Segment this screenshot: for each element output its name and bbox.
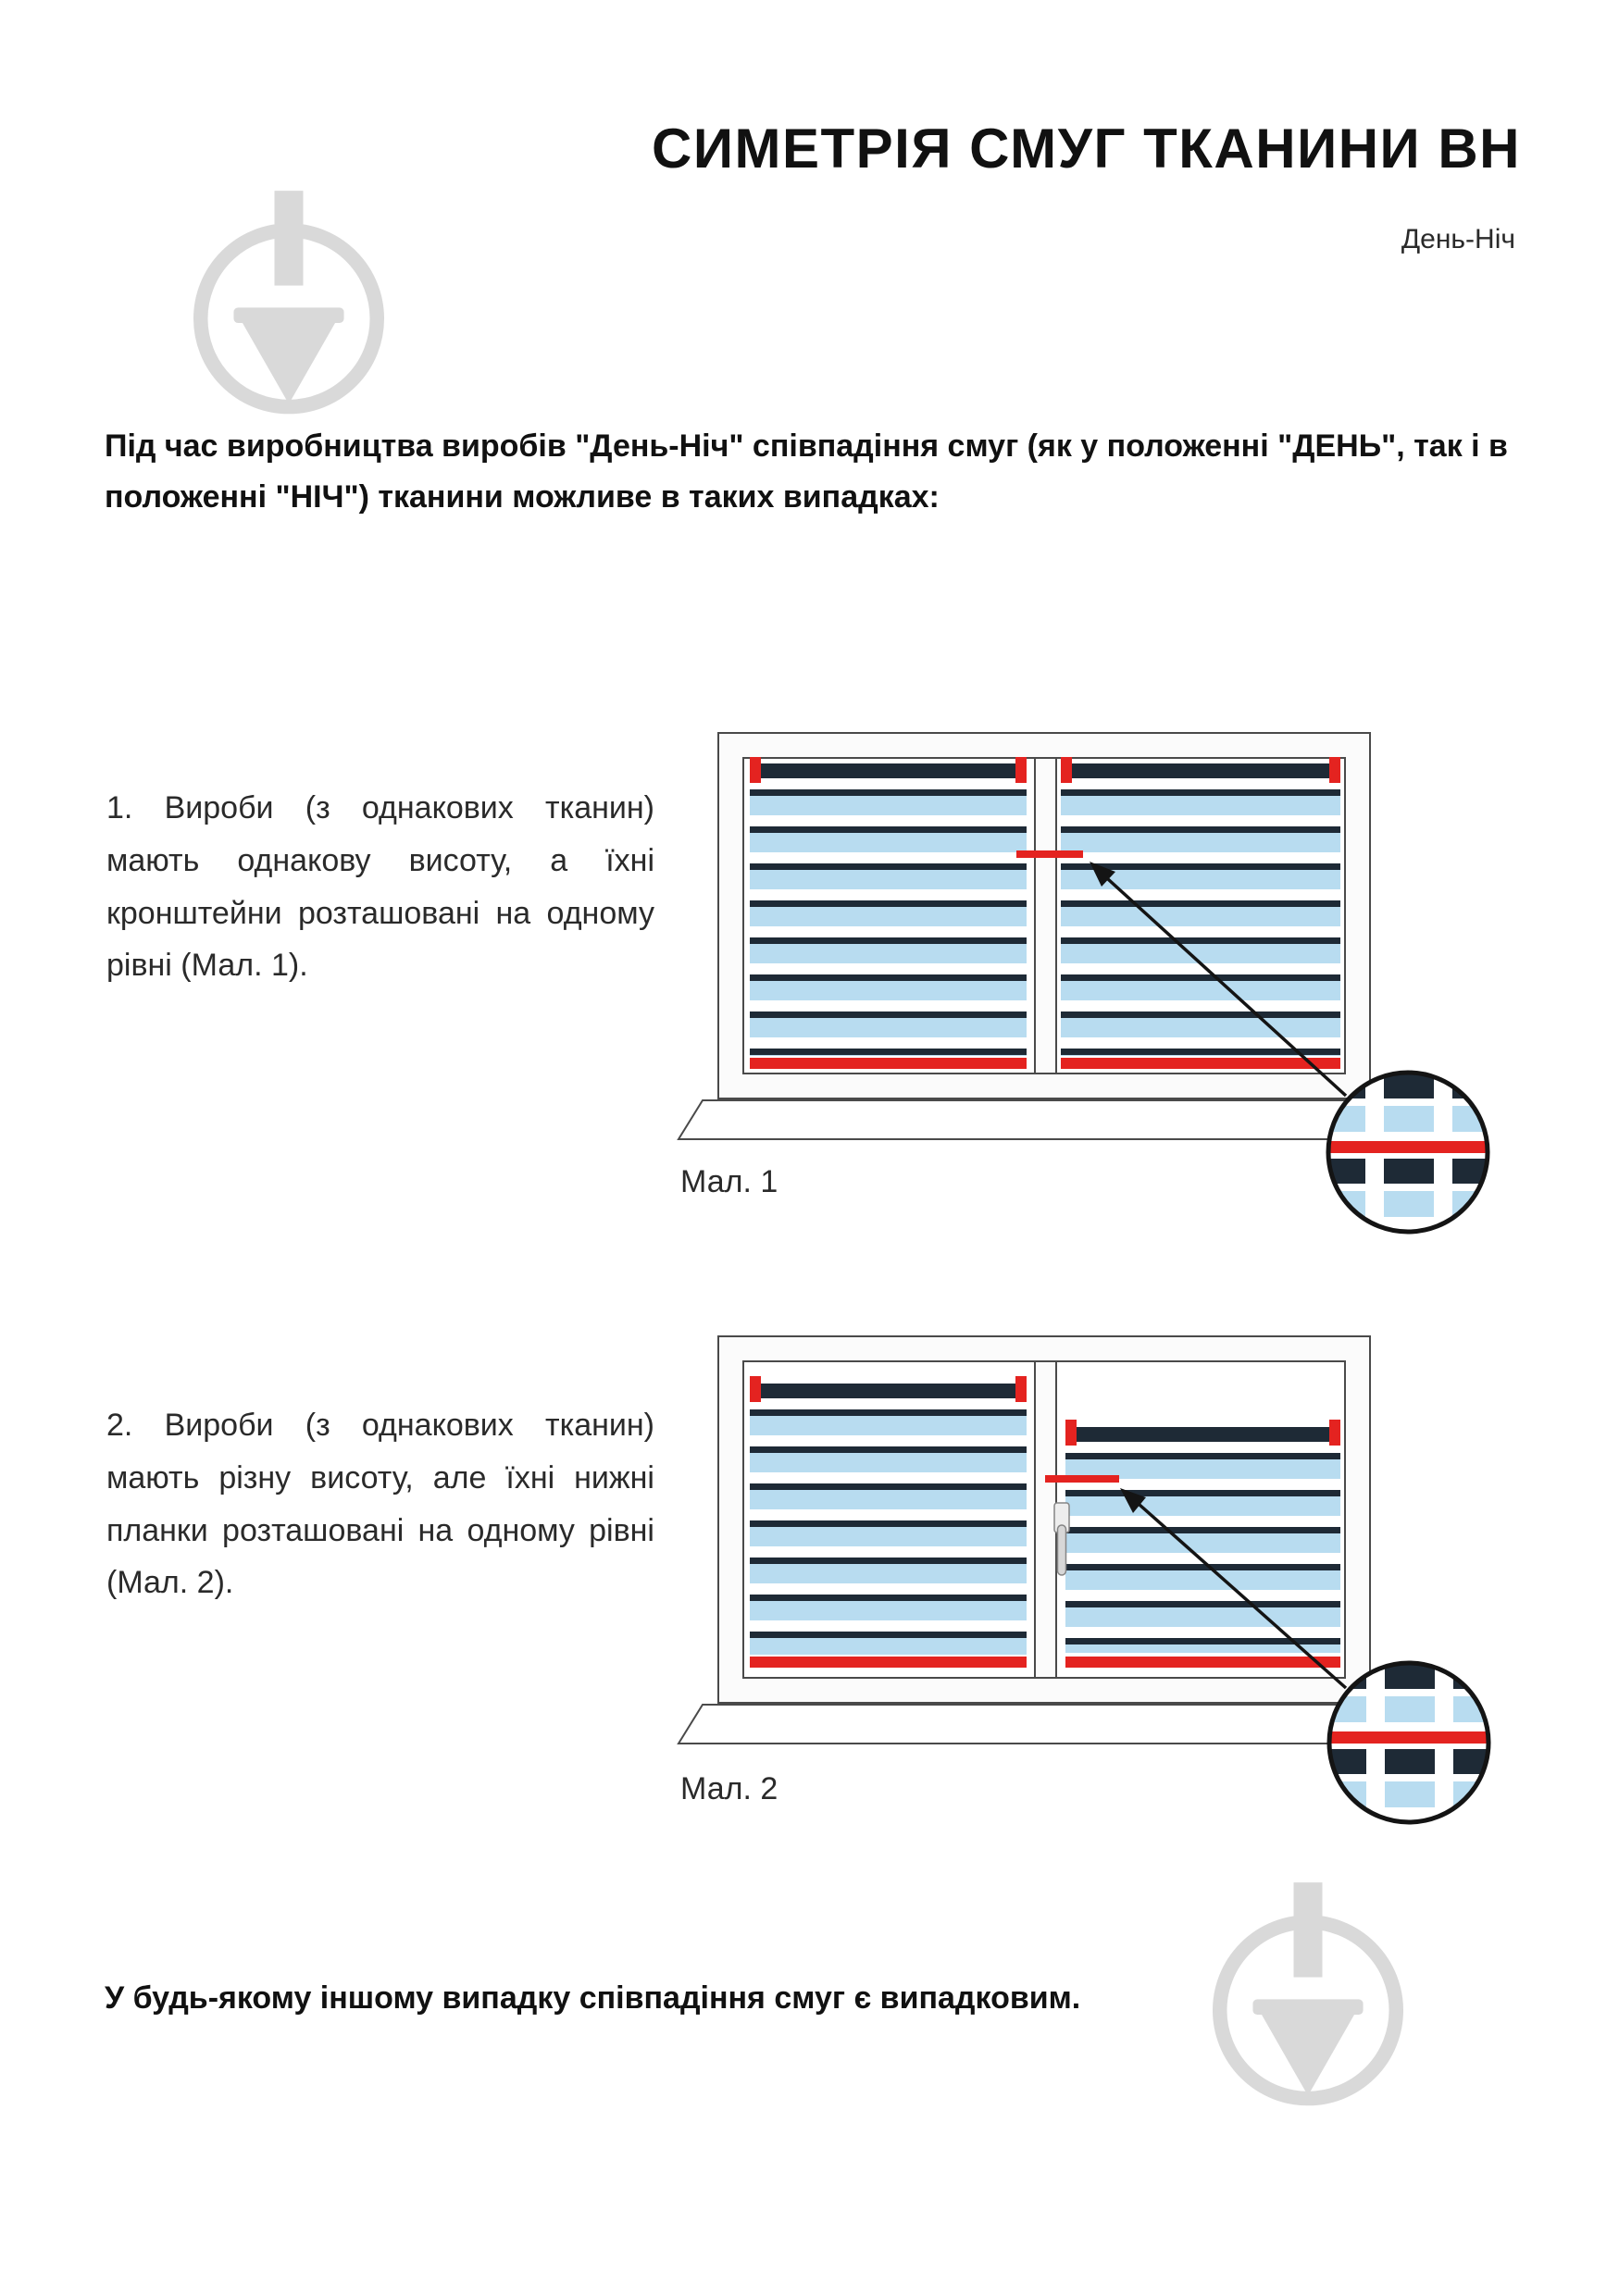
section-1-text: 1. Вироби (з однакових тканин) мають одн… <box>106 790 654 984</box>
watermark-neck <box>1293 1882 1323 1978</box>
bracket-icon <box>1015 757 1027 783</box>
bracket-icon <box>1015 1376 1027 1402</box>
figure-2-window-illustration <box>677 1335 1491 1825</box>
right-blind-cassette <box>1065 1427 1340 1442</box>
zoom-detail-circle <box>1326 1070 1490 1235</box>
stripe-alignment-marker <box>1045 1475 1119 1483</box>
watermark-bob <box>242 323 336 403</box>
brand-watermark-icon <box>1212 1882 1404 2106</box>
watermark-cap <box>233 307 344 324</box>
brand-watermark-icon <box>193 191 385 415</box>
window-sill <box>677 1704 1414 1744</box>
watermark-bob <box>1261 2015 1355 2094</box>
figure-2-caption: Мал. 2 <box>680 1771 778 1806</box>
right-blind-fabric <box>1065 1442 1340 1653</box>
section-2-text: 2. Вироби (з однакових тканин) мають різ… <box>106 1408 654 1601</box>
left-blind-cassette <box>750 763 1027 778</box>
pointer-arrow-icon <box>1120 1488 1348 1690</box>
left-blind-cassette <box>750 1384 1027 1398</box>
bracket-icon <box>1065 1420 1077 1446</box>
right-blind-fabric <box>1061 778 1340 1056</box>
left-blind-bottom-bar <box>750 1657 1027 1668</box>
stripe-alignment-marker <box>1016 850 1083 858</box>
page-subtitle: День-Ніч <box>1401 224 1515 254</box>
zoom-alignment-line <box>1328 1141 1488 1153</box>
closing-statement: У будь-якому іншому випадку співпадіння … <box>105 1980 1081 2016</box>
left-blind-fabric <box>750 1398 1027 1655</box>
window-mullion <box>1034 1360 1057 1679</box>
window-sill <box>677 1099 1414 1140</box>
figure-1-caption: Мал. 1 <box>680 1164 778 1199</box>
right-blind <box>1061 757 1340 1069</box>
watermark-cap <box>1252 1999 1364 2016</box>
bracket-icon <box>1329 1420 1340 1446</box>
bracket-icon <box>750 1376 761 1402</box>
right-blind <box>1065 1420 1340 1668</box>
left-blind <box>750 757 1027 1069</box>
left-blind-fabric <box>750 778 1027 1056</box>
pointer-arrow-icon <box>1090 862 1348 1098</box>
right-blind-bottom-bar <box>1065 1657 1340 1668</box>
window-handle <box>1053 1502 1070 1576</box>
window-mullion <box>1034 757 1057 1074</box>
bracket-icon <box>750 757 761 783</box>
right-blind-bottom-bar <box>1061 1058 1340 1069</box>
watermark-neck <box>274 191 304 286</box>
left-blind-bottom-bar <box>750 1058 1027 1069</box>
bracket-icon <box>1329 757 1340 783</box>
bracket-icon <box>1061 757 1072 783</box>
page-title: СИМЕТРІЯ СМУГ ТКАНИНИ ВН <box>652 118 1521 180</box>
zoom-alignment-line <box>1329 1731 1488 1744</box>
intro-paragraph: Під час виробництва виробів "День-Ніч" с… <box>105 428 1508 515</box>
left-blind <box>750 1376 1027 1668</box>
figure-1-window-illustration <box>677 732 1490 1235</box>
right-blind-cassette <box>1061 763 1340 778</box>
